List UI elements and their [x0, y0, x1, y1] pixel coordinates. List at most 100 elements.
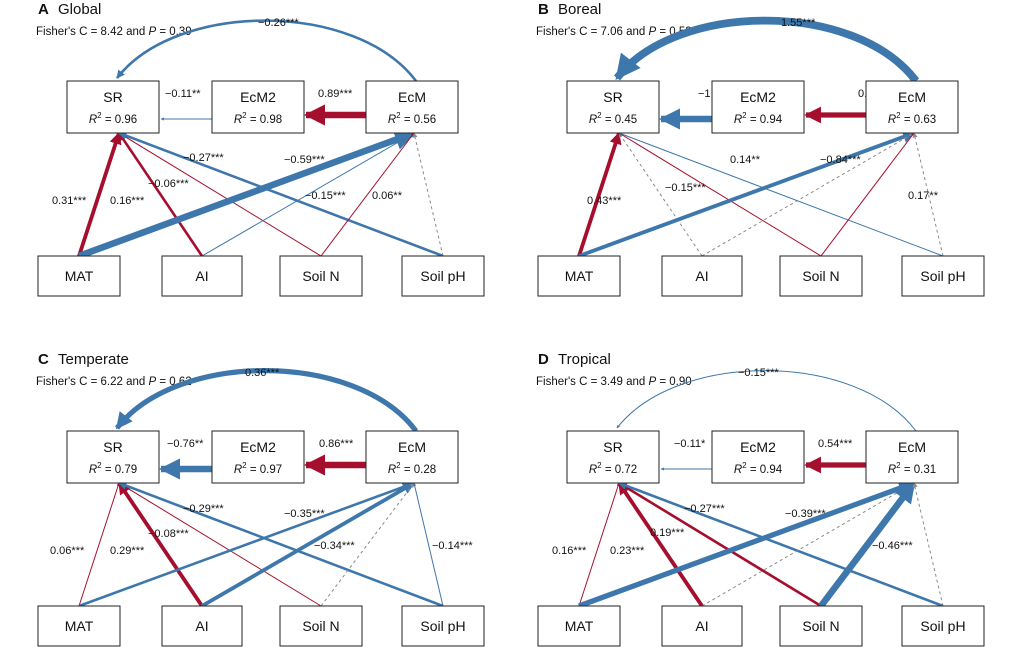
path-soil-n-to-sr	[618, 132, 822, 257]
node-soil-ph: Soil pH	[401, 255, 485, 297]
panel-letter: D	[538, 351, 549, 368]
node-r2: R2 = 0.28	[388, 461, 436, 476]
node-box	[279, 255, 363, 297]
path-mat-to-ecm	[77, 129, 416, 260]
path-layer	[78, 368, 444, 608]
panel-title: Temperate	[58, 351, 129, 368]
node-label: Soil N	[302, 268, 339, 284]
node-r2: R2 = 0.79	[89, 461, 137, 476]
node-box	[161, 605, 243, 647]
coef-soil-n-to-sr: −0.08***	[148, 528, 189, 540]
coef-soil-n-to-ecm: 0.17**	[908, 190, 939, 202]
node-box	[401, 255, 485, 297]
path-soil-n-to-ecm	[818, 481, 917, 608]
node-box	[901, 605, 985, 647]
node-box	[537, 255, 621, 297]
coef-ecm-to-ecm2: 0.54***	[818, 438, 853, 450]
node-mat: MAT	[537, 605, 621, 647]
node-ai: AI	[661, 605, 743, 647]
path-mat-to-sr	[78, 482, 120, 607]
path-soil-n-to-ecm	[320, 132, 415, 257]
coef-ai-to-sr: 0.23***	[610, 545, 645, 557]
node-mat: MAT	[37, 605, 121, 647]
coef-ecm-to-sr: −0.26***	[258, 17, 299, 29]
node-box	[66, 80, 160, 134]
path-layer	[578, 370, 944, 609]
coef-soil-ph-to-ecm: −0.14***	[432, 540, 473, 552]
node-label: Soil N	[802, 618, 839, 634]
fisher-statistic: Fisher's C = 8.42 and P = 0.39	[36, 26, 192, 38]
node-label: EcM2	[740, 439, 776, 455]
coef-ecm2-to-sr: −0.11*	[674, 438, 706, 450]
path-mat-to-ecm	[578, 131, 916, 258]
node-box	[66, 430, 160, 484]
path-soil-ph-to-sr	[118, 131, 444, 258]
path-ecm-to-sr	[616, 370, 917, 432]
label-layer: −0.15***−0.11*0.54***0.16***0.23***0.19*…	[552, 367, 913, 557]
path-ai-to-ecm	[201, 132, 415, 257]
path-soil-ph-to-ecm	[412, 132, 444, 257]
node-ai: AI	[161, 255, 243, 297]
path-mat-to-sr	[77, 131, 122, 257]
path-soil-n-to-ecm	[320, 482, 415, 607]
node-box	[566, 80, 660, 134]
node-box	[211, 430, 305, 484]
path-mat-to-sr	[577, 131, 622, 257]
node-box	[365, 430, 459, 484]
node-label: AI	[695, 618, 708, 634]
node-soil-n: Soil N	[279, 255, 363, 297]
path-soil-ph-to-sr	[618, 132, 944, 257]
path-mat-to-ecm	[578, 480, 916, 609]
node-label: MAT	[565, 618, 594, 634]
node-ai: AI	[161, 605, 243, 647]
node-box	[537, 605, 621, 647]
node-mat: MAT	[37, 255, 121, 297]
node-box	[901, 255, 985, 297]
node-soil-ph: Soil pH	[901, 605, 985, 647]
label-layer: −0.26***−0.11**0.89***0.31***0.16***−0.0…	[52, 17, 403, 207]
path-ai-to-ecm	[701, 132, 915, 257]
node-box	[661, 605, 743, 647]
coef-ecm-to-ecm2: 0.86***	[319, 438, 354, 450]
node-soil-ph: Soil pH	[901, 255, 985, 297]
node-mat: MAT	[537, 255, 621, 297]
node-soil-n: Soil N	[779, 255, 863, 297]
node-label: SR	[103, 89, 122, 105]
node-r2: R2 = 0.72	[589, 461, 637, 476]
node-soil-n: Soil N	[779, 605, 863, 647]
coef-mat-to-ecm: −0.39***	[785, 508, 826, 520]
coef-soil-ph-to-sr: −0.29***	[183, 503, 224, 515]
node-soil-n: Soil N	[279, 605, 363, 647]
node-label: Soil N	[802, 268, 839, 284]
node-label: MAT	[565, 268, 594, 284]
path-layer	[577, 16, 944, 258]
node-r2: R2 = 0.94	[734, 461, 783, 476]
node-soil-ph: Soil pH	[401, 605, 485, 647]
node-label: EcM2	[240, 89, 276, 105]
coef-ecm-to-sr: 0.36***	[245, 367, 280, 379]
node-box	[161, 255, 243, 297]
path-soil-n-to-ecm	[820, 132, 915, 257]
coef-ai-to-sr: 0.29***	[110, 545, 145, 557]
path-ecm-to-sr	[114, 368, 419, 433]
node-box	[365, 80, 459, 134]
node-ai: AI	[661, 255, 743, 297]
path-ai-to-sr	[117, 132, 204, 257]
coef-soil-n-to-sr: −0.15***	[665, 182, 706, 194]
path-ai-to-sr	[117, 481, 204, 608]
node-label: AI	[195, 268, 208, 284]
node-ecm2: EcM2 R2 = 0.94	[711, 430, 805, 484]
coef-soil-n-to-sr: 0.19***	[650, 527, 685, 539]
path-soil-ph-to-sr	[618, 481, 944, 608]
